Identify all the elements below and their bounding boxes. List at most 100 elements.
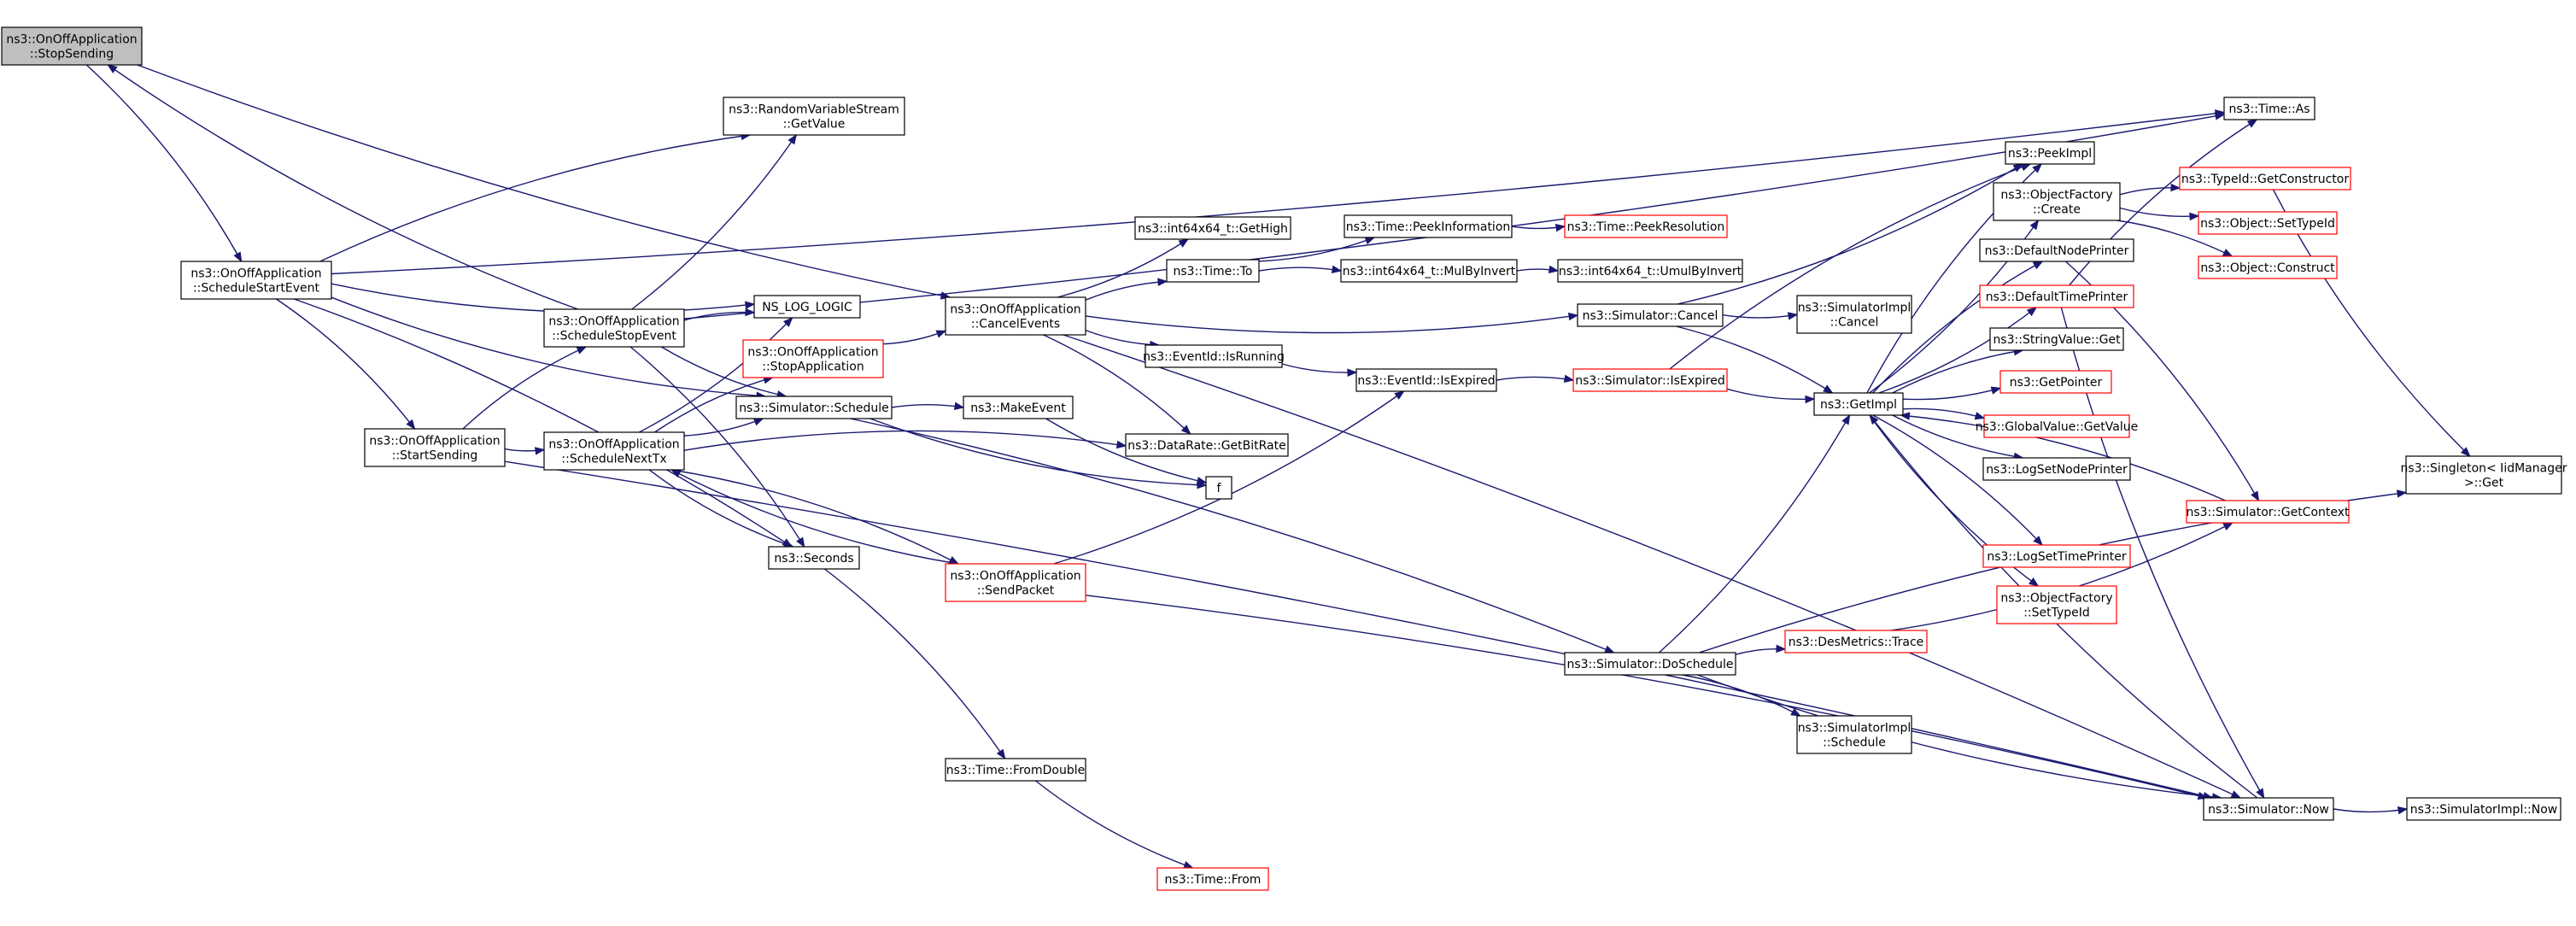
node-label: ns3::ObjectFactory (2000, 189, 2112, 202)
node-box (753, 295, 861, 319)
node-object-construct[interactable]: ns3::Object::Construct (2198, 255, 2338, 279)
node-make-event[interactable]: ns3::MakeEvent (963, 396, 1074, 419)
node-default-time-printer[interactable]: ns3::DefaultTimePrinter (1979, 284, 2134, 308)
node-box (1999, 370, 2112, 394)
node-schedule-stop-event[interactable]: ns3::OnOffApplication::ScheduleStopEvent (543, 308, 685, 348)
node-event-id-is-running[interactable]: ns3::EventId::IsRunning (1143, 344, 1285, 368)
arrowhead-icon (2029, 219, 2040, 231)
node-sim-schedule[interactable]: ns3::Simulator::Schedule (735, 396, 893, 419)
node-singleton-get[interactable]: ns3::Singleton< IidManager >::Get (2401, 455, 2567, 495)
node-time-to[interactable]: ns3::Time::To (1166, 259, 1260, 283)
node-f[interactable]: f (1205, 476, 1232, 500)
node-int64-get-high[interactable]: ns3::int64x64_t::GetHigh (1134, 216, 1291, 240)
node-cancel-events[interactable]: ns3::OnOffApplication::CancelEvents (945, 296, 1086, 336)
node-box (1340, 259, 1518, 283)
node-box (1564, 652, 1736, 676)
arrowhead-icon (1787, 312, 1799, 320)
node-schedule-start-event[interactable]: ns3::OnOffApplication::ScheduleStartEven… (180, 261, 332, 300)
node-log-set-time-printer[interactable]: ns3::LogSetTimePrinter (1982, 544, 2131, 568)
node-send-packet[interactable]: ns3::OnOffApplication::SendPacket (945, 563, 1086, 602)
node-sim-impl-now[interactable]: ns3::SimulatorImpl::Now (2406, 797, 2561, 821)
arrowhead-icon (1196, 477, 1208, 485)
node-global-value-get-value[interactable]: ns3::GlobalValue::GetValue (1976, 414, 2138, 438)
node-box (1125, 433, 1289, 457)
node-sim-get-context[interactable]: ns3::Simulator::GetContext (2186, 500, 2350, 524)
node-peek-impl[interactable]: ns3::PeekImpl (2005, 141, 2095, 165)
node-obj-factory-set-type-id[interactable]: ns3::ObjectFactory::SetTypeId (1996, 585, 2117, 624)
node-data-rate-get-bit-rate[interactable]: ns3::DataRate::GetBitRate (1125, 433, 1289, 457)
arrowhead-icon (2396, 489, 2408, 498)
node-default-node-printer[interactable]: ns3::DefaultNodePrinter (1979, 238, 2134, 262)
node-box (1813, 392, 1904, 416)
edge-simIsExpired-to-getImpl (1726, 388, 1815, 401)
node-get-pointer[interactable]: ns3::GetPointer (1999, 370, 2112, 394)
node-obj-factory-create[interactable]: ns3::ObjectFactory::Create (1993, 182, 2121, 221)
node-label: ns3::Time::To (1174, 265, 1253, 278)
node-label: ns3::Time::PeekInformation (1346, 220, 1511, 234)
node-seconds[interactable]: ns3::Seconds (768, 546, 860, 570)
edge-getImpl-to-getPointer (1902, 387, 2001, 401)
edge-getImpl-to-stringValueGet (1892, 349, 2023, 394)
arrowhead-icon (1805, 395, 1816, 404)
node-start-sending[interactable]: ns3::OnOffApplication::StartSending (364, 428, 506, 467)
arrowhead-icon (233, 251, 243, 263)
node-label: ns3::Object::Construct (2200, 261, 2335, 275)
node-label: ::ScheduleStartEvent (193, 282, 320, 296)
edge-scheduleStopEvent-to-seconds (629, 346, 805, 548)
edge-timeTo-to-timePeekInformation (1258, 237, 1375, 262)
edge-simSchedule-to-f (869, 418, 1207, 486)
node-sim-impl-schedule[interactable]: ns3::SimulatorImpl::Schedule (1796, 715, 1912, 754)
node-label: ns3::LogSetTimePrinter (1987, 550, 2127, 564)
edge-simCancel-to-peekImpl (1677, 163, 2023, 305)
node-box (2203, 797, 2334, 821)
arrowhead-icon (2012, 163, 2024, 173)
arrowhead-icon (2256, 788, 2265, 800)
node-label: ns3::Simulator::GetContext (2186, 506, 2350, 519)
arrowhead-icon (2033, 536, 2043, 546)
edge-simIsExpired-to-peekImpl (1669, 163, 2031, 370)
arrowhead-icon (534, 447, 546, 455)
node-stop-application[interactable]: ns3::OnOffApplication::StopApplication (742, 339, 884, 378)
node-string-value-get[interactable]: ns3::StringValue::Get (1989, 327, 2124, 351)
node-sim-now[interactable]: ns3::Simulator::Now (2203, 797, 2334, 821)
node-event-id-is-expired[interactable]: ns3::EventId::IsExpired (1355, 368, 1497, 392)
node-box (723, 97, 905, 136)
node-label: ::StartSending (392, 449, 478, 463)
edges-layer (85, 64, 2471, 869)
node-time-from-double[interactable]: ns3::Time::FromDouble (945, 758, 1086, 782)
node-time-from[interactable]: ns3::Time::From (1156, 867, 1269, 891)
node-stop-sending[interactable]: ns3::OnOffApplication::StopSending (1, 26, 143, 66)
node-time-peek-resolution[interactable]: ns3::Time::PeekResolution (1564, 214, 1728, 238)
node-rvs-get-value[interactable]: ns3::RandomVariableStream::GetValue (723, 97, 905, 136)
node-time-peek-information[interactable]: ns3::Time::PeekInformation (1344, 214, 1513, 238)
node-sim-cancel[interactable]: ns3::Simulator::Cancel (1577, 303, 1724, 327)
arrowhead-icon (1790, 707, 1801, 717)
node-sim-do-schedule[interactable]: ns3::Simulator::DoSchedule (1564, 652, 1736, 676)
node-schedule-next-tx[interactable]: ns3::OnOffApplication::ScheduleNextTx (543, 431, 685, 471)
edge-getImpl-to-defaultNodePrinter (1872, 261, 2043, 394)
nodes-layer: ns3::OnOffApplication::StopSendingns3::O… (1, 26, 2567, 891)
node-sim-is-expired[interactable]: ns3::Simulator::IsExpired (1572, 368, 1728, 392)
edge-cancelEvents-to-simCancel (1085, 314, 1578, 334)
node-box (1982, 457, 2131, 481)
node-ns-log-logic[interactable]: NS_LOG_LOGIC (753, 295, 861, 319)
node-box (963, 396, 1074, 419)
edge-scheduleStopEvent-to-simSchedule (660, 346, 787, 397)
node-object-set-type-id[interactable]: ns3::Object::SetTypeId (2198, 211, 2338, 235)
node-des-metrics-trace[interactable]: ns3::DesMetrics::Trace (1784, 630, 1928, 653)
node-label: ns3::Simulator::DoSchedule (1567, 658, 1734, 671)
node-int64-mul-by-invert[interactable]: ns3::int64x64_t::MulByInvert (1340, 259, 1518, 283)
node-log-set-node-printer[interactable]: ns3::LogSetNodePrinter (1982, 457, 2131, 481)
node-box (742, 339, 884, 378)
node-int64-umul-by-invert[interactable]: ns3::int64x64_t::UmulByInvert (1557, 259, 1743, 283)
arrowhead-icon (1554, 223, 1566, 232)
node-type-id-get-constructor[interactable]: ns3::TypeId::GetConstructor (2179, 167, 2351, 190)
node-box (1, 26, 143, 66)
node-box (2005, 141, 2095, 165)
node-get-impl[interactable]: ns3::GetImpl (1813, 392, 1904, 416)
node-sim-impl-cancel[interactable]: ns3::SimulatorImpl::Cancel (1796, 295, 1912, 334)
node-time-as[interactable]: ns3::Time::As (2223, 97, 2315, 120)
arrowhead-icon (745, 301, 756, 309)
node-label: ::GetValue (783, 118, 846, 132)
